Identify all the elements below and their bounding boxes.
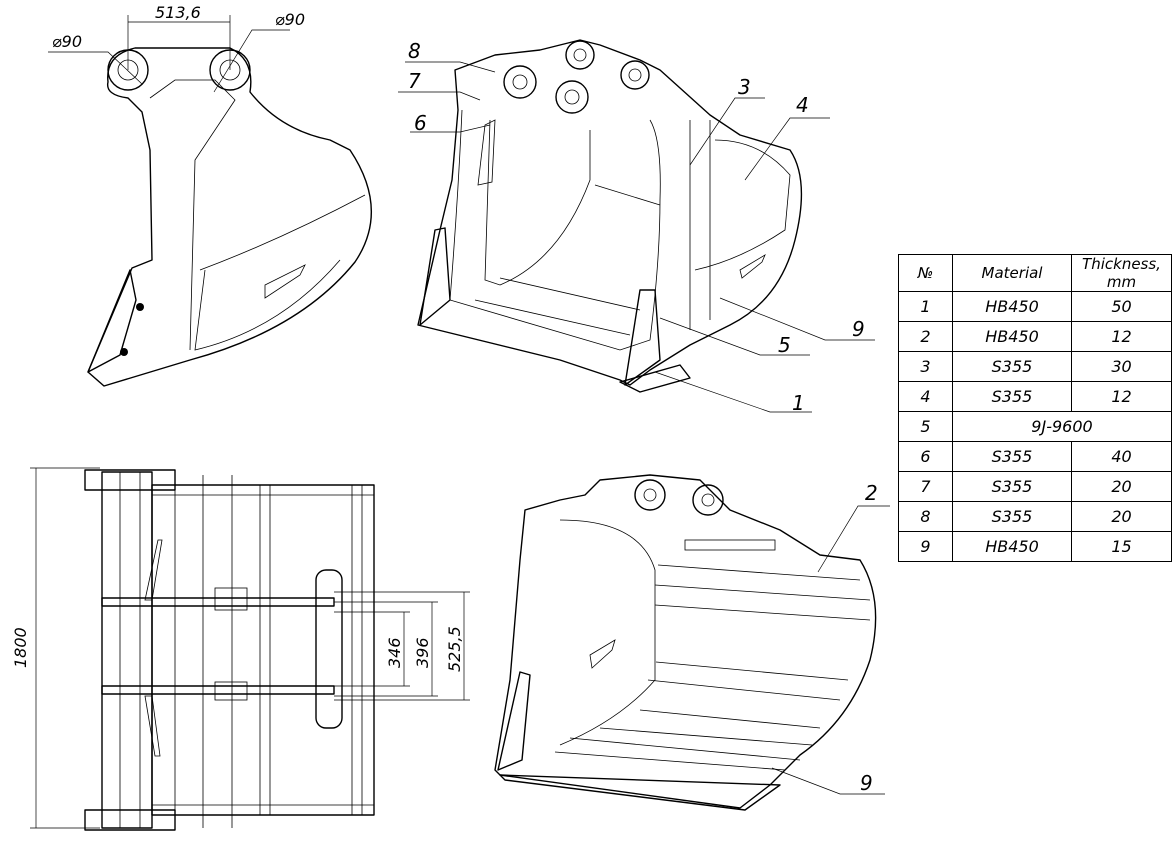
cell-material: S355 xyxy=(952,351,1072,382)
callout-2: 2 xyxy=(865,481,878,505)
cell-material: HB450 xyxy=(952,321,1072,352)
cell-material: S355 xyxy=(952,381,1072,412)
cell-material: HB450 xyxy=(952,531,1072,562)
iso-front-view: 8 7 6 3 4 9 5 1 xyxy=(398,39,875,415)
header-material: Material xyxy=(952,254,1072,292)
callout-9-top: 9 xyxy=(852,317,865,341)
cell-thickness: 40 xyxy=(1071,441,1172,472)
dim-inner-spacing: 346 xyxy=(385,637,404,668)
cell-no: 3 xyxy=(898,351,953,382)
callout-4: 4 xyxy=(796,93,809,117)
callout-6: 6 xyxy=(414,111,427,135)
side-view: 513,6 ⌀90 ⌀90 xyxy=(48,3,372,387)
dim-pin-spacing: 513,6 xyxy=(155,3,201,22)
cell-thickness: 15 xyxy=(1071,531,1172,562)
dim-pin-diameter-left: ⌀90 xyxy=(52,32,82,51)
dim-overall-width: 1800 xyxy=(11,627,30,668)
callout-8: 8 xyxy=(408,39,421,63)
cell-no: 5 xyxy=(898,411,953,442)
cell-thickness: 30 xyxy=(1071,351,1172,382)
dim-mid-spacing: 396 xyxy=(413,637,432,668)
dim-outer-spacing: 525,5 xyxy=(445,626,464,672)
cell-no: 4 xyxy=(898,381,953,412)
cell-thickness: 12 xyxy=(1071,381,1172,412)
callout-1: 1 xyxy=(792,391,805,415)
iso-rear-view: 2 9 xyxy=(494,474,890,811)
table-header-row: № Material Thickness, mm xyxy=(898,254,1172,292)
cell-material: HB450 xyxy=(952,291,1072,322)
cell-thickness: 20 xyxy=(1071,471,1172,502)
callout-5: 5 xyxy=(778,333,791,357)
header-thickness: Thickness, mm xyxy=(1071,254,1172,292)
cell-thickness: 50 xyxy=(1071,291,1172,322)
cell-no: 1 xyxy=(898,291,953,322)
cell-no: 9 xyxy=(898,531,953,562)
cell-material: S355 xyxy=(952,501,1072,532)
callout-9-bottom: 9 xyxy=(860,771,873,795)
cell-material: 9J-9600 xyxy=(952,411,1172,442)
cell-no: 7 xyxy=(898,471,953,502)
cell-no: 2 xyxy=(898,321,953,352)
cell-material: S355 xyxy=(952,471,1072,502)
cell-thickness: 12 xyxy=(1071,321,1172,352)
plan-view: 1800 346 396 525,5 xyxy=(11,467,470,831)
cell-thickness: 20 xyxy=(1071,501,1172,532)
cell-no: 6 xyxy=(898,441,953,472)
callout-7: 7 xyxy=(408,69,421,93)
dim-pin-diameter-right: ⌀90 xyxy=(275,10,305,29)
callout-3: 3 xyxy=(738,75,751,99)
cell-no: 8 xyxy=(898,501,953,532)
header-number: № xyxy=(898,254,953,292)
cell-material: S355 xyxy=(952,441,1072,472)
